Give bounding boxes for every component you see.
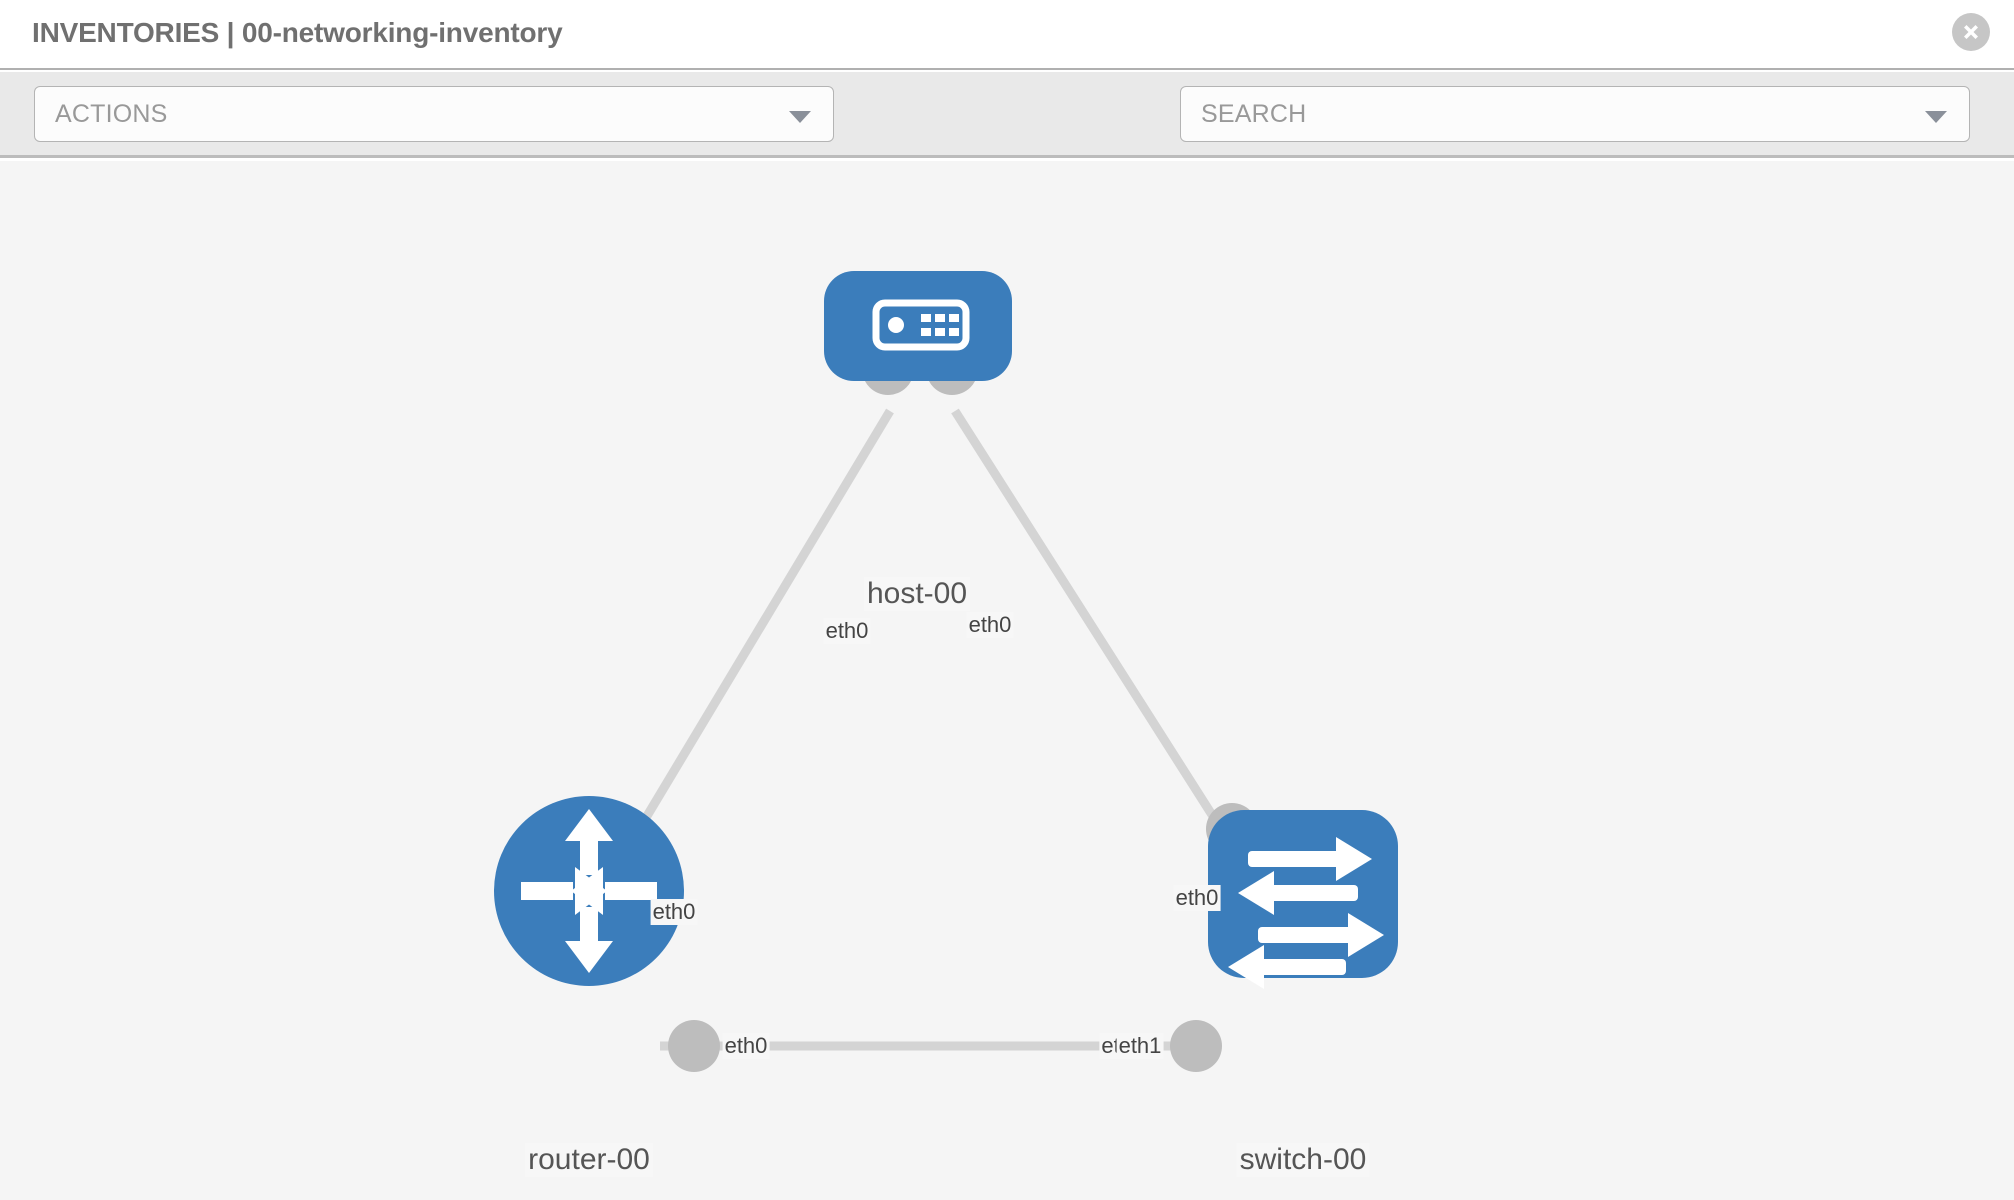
search-placeholder: SEARCH [1201, 100, 1307, 128]
chevron-down-icon [789, 111, 811, 123]
actions-dropdown-label: ACTIONS [55, 100, 168, 128]
toolbar: ACTIONS SEARCH [0, 72, 2014, 201]
stub-switch-left [1170, 1020, 1222, 1072]
stub-router-right [668, 1020, 720, 1072]
topology-graph [494, 271, 1398, 1072]
edge-host-router [616, 408, 894, 864]
edge-host-switch [951, 408, 1239, 854]
title-bar: INVENTORIES | 00-networking-inventory [0, 0, 2014, 70]
chevron-down-icon [1925, 111, 1947, 123]
close-icon[interactable] [1952, 13, 1990, 51]
node-switch-00 [1208, 810, 1398, 989]
search-input[interactable]: SEARCH [1180, 86, 1970, 142]
node-router-00 [494, 796, 684, 986]
topology-canvas[interactable]: host-00 router-00 switch-00 eth0 eth0 et… [0, 161, 2014, 1200]
page-title: INVENTORIES | 00-networking-inventory [32, 17, 563, 48]
node-host-00 [824, 271, 1012, 381]
actions-dropdown[interactable]: ACTIONS [34, 86, 834, 142]
